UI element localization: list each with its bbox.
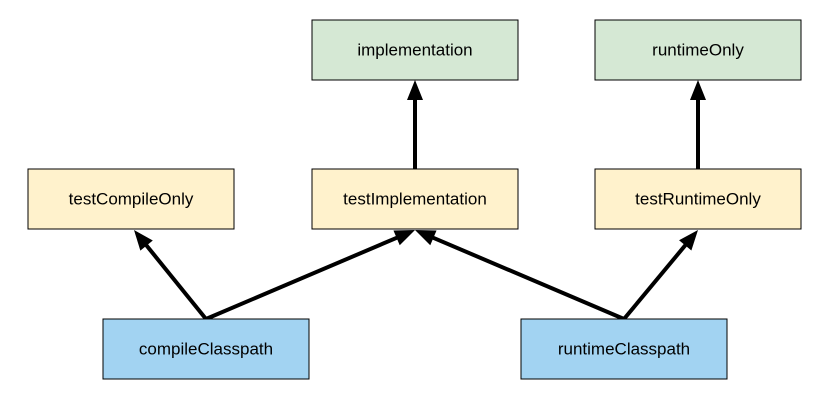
node-implementation: implementation xyxy=(311,19,519,81)
edges-layer xyxy=(134,80,706,321)
node-runtime-only: runtimeOnly xyxy=(594,19,802,81)
arrowhead-icon xyxy=(690,80,706,100)
edge-runtime-classpath-to-test-runtime-only xyxy=(622,230,698,321)
node-test-runtime-only-label: testRuntimeOnly xyxy=(635,190,761,209)
node-compile-classpath-label: compileClasspath xyxy=(139,340,273,359)
node-test-compile-only: testCompileOnly xyxy=(27,168,235,230)
node-runtime-only-label: runtimeOnly xyxy=(652,41,744,60)
edge-test-runtime-only-to-runtime-only xyxy=(690,80,706,169)
edge-line xyxy=(205,235,400,321)
arrowhead-icon xyxy=(393,230,415,246)
node-runtime-only-box xyxy=(594,19,802,81)
node-compile-classpath: compileClasspath xyxy=(102,318,310,380)
node-test-runtime-only: testRuntimeOnly xyxy=(594,168,802,230)
arrowhead-icon xyxy=(134,230,153,251)
arrowhead-icon xyxy=(415,230,437,246)
edge-line xyxy=(622,242,689,321)
edge-compile-classpath-to-test-compile-only xyxy=(134,230,208,321)
arrowhead-icon xyxy=(407,80,423,100)
edge-runtime-classpath-to-test-implementation xyxy=(415,230,625,321)
node-test-implementation-box xyxy=(311,168,519,230)
edge-test-implementation-to-implementation xyxy=(407,80,423,169)
edge-compile-classpath-to-test-implementation xyxy=(205,230,415,321)
node-runtime-classpath-label: runtimeClasspath xyxy=(558,340,690,359)
node-test-implementation: testImplementation xyxy=(311,168,519,230)
arrowhead-icon xyxy=(679,230,698,251)
edge-line xyxy=(430,235,625,321)
node-test-implementation-label: testImplementation xyxy=(343,190,487,209)
node-test-compile-only-label: testCompileOnly xyxy=(69,190,194,209)
node-runtime-classpath: runtimeClasspath xyxy=(520,318,728,380)
node-test-compile-only-box xyxy=(27,168,235,230)
node-compile-classpath-box xyxy=(102,318,310,380)
node-implementation-label: implementation xyxy=(357,41,472,60)
edge-line xyxy=(143,242,208,321)
node-implementation-box xyxy=(311,19,519,81)
node-runtime-classpath-box xyxy=(520,318,728,380)
node-test-runtime-only-box xyxy=(594,168,802,230)
